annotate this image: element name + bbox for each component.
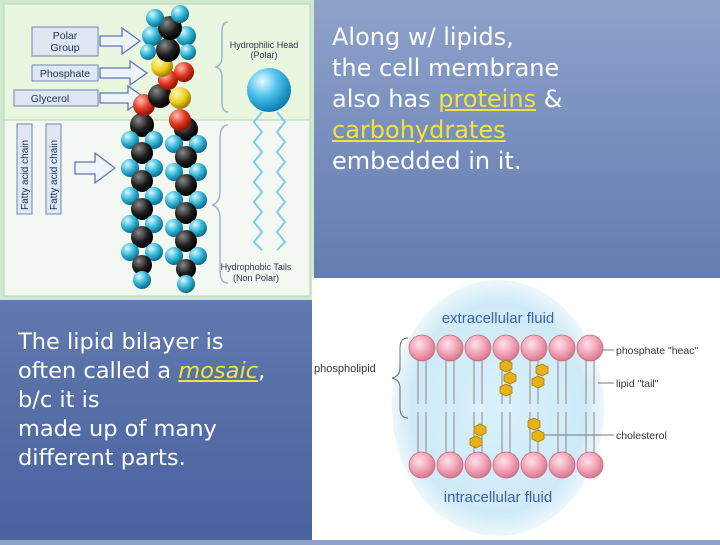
- fatty-acid-label-box-1: [16, 123, 33, 215]
- tail-icon-2: [275, 111, 287, 251]
- bilayer-diagram-panel: extracellular fluid intracellular fluid: [312, 278, 720, 540]
- intracellular-label: intracellular fluid: [444, 489, 552, 506]
- pointer-lines: [544, 349, 614, 436]
- polar-group-label-2: Group: [50, 42, 79, 54]
- hydrophobic-tails-label-2: (Non Polar): [233, 273, 279, 283]
- bottom-paragraph: The lipid bilayer is often called a mosa…: [18, 328, 308, 473]
- tail-icon-1: [252, 111, 264, 251]
- head-brace: [213, 21, 229, 113]
- phospholipid-brace: [391, 337, 409, 419]
- mosaic-highlight: mosaic: [178, 358, 259, 384]
- glycerol-label: Glycerol: [31, 93, 70, 105]
- phospholipid-label: phospholipid: [314, 363, 376, 375]
- extracellular-label: extracellular fluid: [442, 310, 555, 327]
- top-line-1: Along w/ lipids,: [332, 23, 514, 51]
- tail-brace: [211, 124, 229, 284]
- phospholipid-diagram: Polar Group Phosphate Glycerol Fatty aci…: [0, 0, 314, 300]
- carbohydrates-highlight: carbohydrates: [332, 116, 506, 144]
- glycerol-label-box: [13, 89, 99, 107]
- top-line-3-post: &: [536, 85, 563, 113]
- fatty-acid-label-box-2: [45, 123, 62, 215]
- lipid-tail-label: lipid "tail": [616, 378, 659, 390]
- polar-head-icon: [247, 68, 291, 112]
- cholesterol-molecules: [469, 359, 549, 449]
- fatty-acid-label-1: Fatty acid chain: [20, 140, 31, 210]
- phospholipid-diagram-panel: Polar Group Phosphate Glycerol Fatty aci…: [0, 0, 314, 300]
- phosphate-label-box: [31, 64, 99, 82]
- bottom-line-5: different parts.: [18, 445, 186, 471]
- polar-group-label-box: [31, 26, 99, 57]
- bottom-line-1: The lipid bilayer is: [18, 329, 224, 355]
- top-paragraph: Along w/ lipids, the cell membrane also …: [332, 22, 702, 177]
- top-line-5: embedded in it.: [332, 147, 522, 175]
- bilayer-diagram: extracellular fluid intracellular fluid: [314, 280, 698, 536]
- cholesterol-label: cholesterol: [616, 430, 667, 442]
- proteins-highlight: proteins: [438, 85, 537, 113]
- top-line-2: the cell membrane: [332, 54, 560, 82]
- bottom-line-2-post: ,: [258, 358, 266, 384]
- hydrophilic-head-label-1: Hydrophilic Head: [230, 40, 299, 50]
- top-line-4: carbohydrates: [332, 115, 702, 146]
- bottom-line-3: b/c it is: [18, 387, 100, 413]
- phosphate-heads-bottom: [408, 451, 604, 479]
- top-line-3: also has proteins &: [332, 84, 702, 115]
- top-line-3-pre: also has: [332, 85, 439, 113]
- hydrophilic-head-label-2: (Polar): [250, 50, 277, 60]
- phosphate-label: Phosphate: [40, 68, 90, 80]
- bottom-line-4: made up of many: [18, 416, 217, 442]
- polar-group-label-1: Polar: [53, 30, 78, 42]
- fatty-acid-label-2: Fatty acid chain: [49, 140, 60, 210]
- phosphate-heads-top: [408, 334, 604, 362]
- bottom-line-2: often called a mosaic,: [18, 357, 308, 386]
- phosphate-head-label: phosphate "heac": [616, 345, 698, 357]
- hydrophobic-tails-label-1: Hydrophobic Tails: [221, 262, 292, 272]
- phospholipid-molecule-model: [121, 5, 207, 293]
- bottom-line-2-pre: often called a: [18, 358, 179, 384]
